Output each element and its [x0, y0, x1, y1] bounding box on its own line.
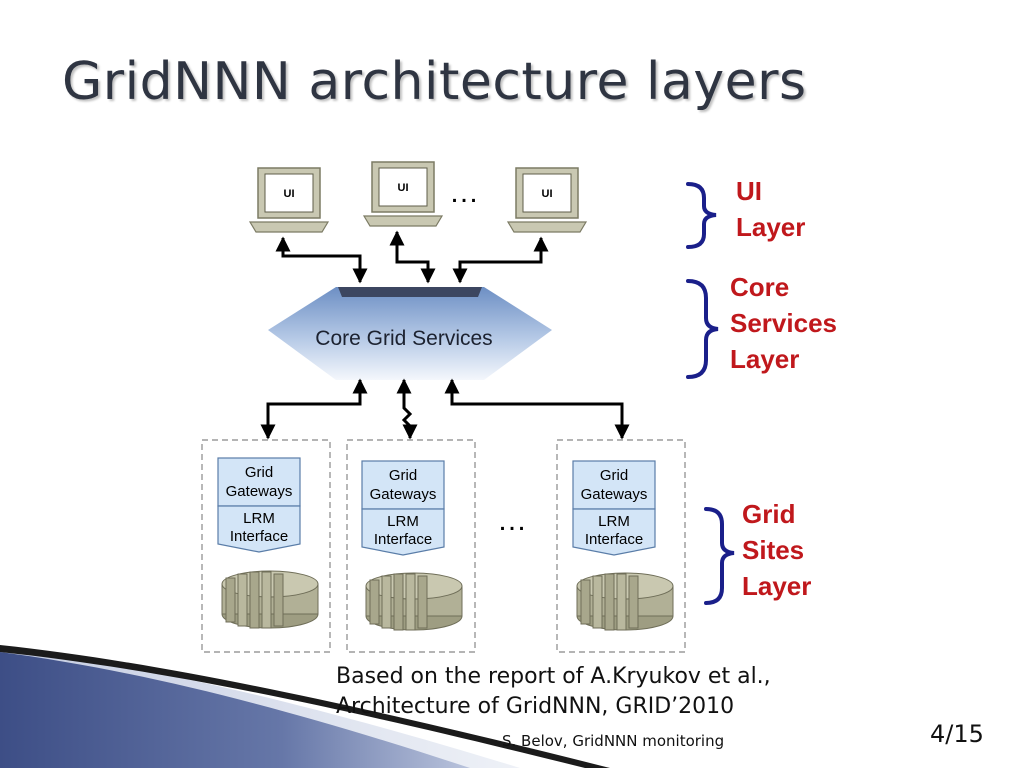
core-layer-brace-icon: [686, 279, 719, 379]
svg-text:Interface: Interface: [230, 528, 288, 545]
svg-text:Layer: Layer: [736, 212, 805, 242]
svg-text:Layer: Layer: [742, 571, 811, 601]
svg-text:UI: UI: [542, 188, 553, 200]
svg-text:Core: Core: [730, 272, 789, 302]
svg-text:LRM: LRM: [387, 513, 419, 530]
svg-text:Services: Services: [730, 308, 837, 338]
slide-footer: S. Belov, GridNNN monitoring: [502, 732, 725, 750]
grid-site-1: Grid Gateways LRM Interface: [201, 439, 331, 653]
core-grid-services: Core Grid Services: [268, 287, 552, 380]
svg-text:UI: UI: [398, 182, 409, 194]
svg-text:Grid: Grid: [742, 499, 795, 529]
svg-text:Grid: Grid: [389, 467, 417, 484]
page-number: 4/15: [930, 720, 984, 748]
compute-machine-icon: [365, 572, 463, 631]
ui-core-connectors: [275, 230, 549, 284]
caption-line-2: Architecture of GridNNN, GRID’2010: [336, 694, 735, 719]
source-caption: Based on the report of A.Kryukov et al.,…: [336, 662, 771, 722]
ui-terminal-1: UI: [249, 167, 329, 233]
grid-site-2: Grid Gateways LRM Interface: [346, 439, 476, 653]
caption-line-1: Based on the report of A.Kryukov et al.,: [336, 664, 771, 689]
ui-terminal-2: UI: [363, 161, 443, 227]
svg-text:UI: UI: [736, 176, 762, 206]
ui-layer-label: UI Layer: [736, 176, 805, 242]
svg-text:LRM: LRM: [243, 510, 275, 527]
grid-site-3: Grid Gateways LRM Interface: [556, 439, 686, 653]
ui-ellipsis: …: [449, 176, 479, 209]
svg-text:UI: UI: [284, 188, 295, 200]
ui-layer-brace-icon: [686, 182, 717, 249]
svg-text:Sites: Sites: [742, 535, 804, 565]
svg-text:Gateways: Gateways: [370, 486, 437, 503]
sites-ellipsis: …: [497, 504, 527, 537]
svg-text:Interface: Interface: [585, 531, 643, 548]
grid-sites-layer-label: Grid Sites Layer: [742, 499, 811, 601]
svg-text:Interface: Interface: [374, 531, 432, 548]
compute-machine-icon: [221, 570, 319, 629]
core-sites-connectors: [260, 378, 630, 440]
svg-text:LRM: LRM: [598, 513, 630, 530]
svg-text:Gateways: Gateways: [581, 486, 648, 503]
compute-machine-icon: [576, 572, 674, 631]
svg-text:Grid: Grid: [600, 467, 628, 484]
svg-text:Core Grid Services: Core Grid Services: [315, 327, 492, 350]
slide-title: GridNNN architecture layers: [62, 52, 807, 112]
core-services-layer-label: Core Services Layer: [730, 272, 837, 374]
svg-text:Grid: Grid: [245, 464, 273, 481]
svg-text:Gateways: Gateways: [226, 483, 293, 500]
sites-layer-brace-icon: [704, 507, 735, 605]
svg-text:Layer: Layer: [730, 344, 799, 374]
ui-terminal-3: UI: [507, 167, 587, 233]
